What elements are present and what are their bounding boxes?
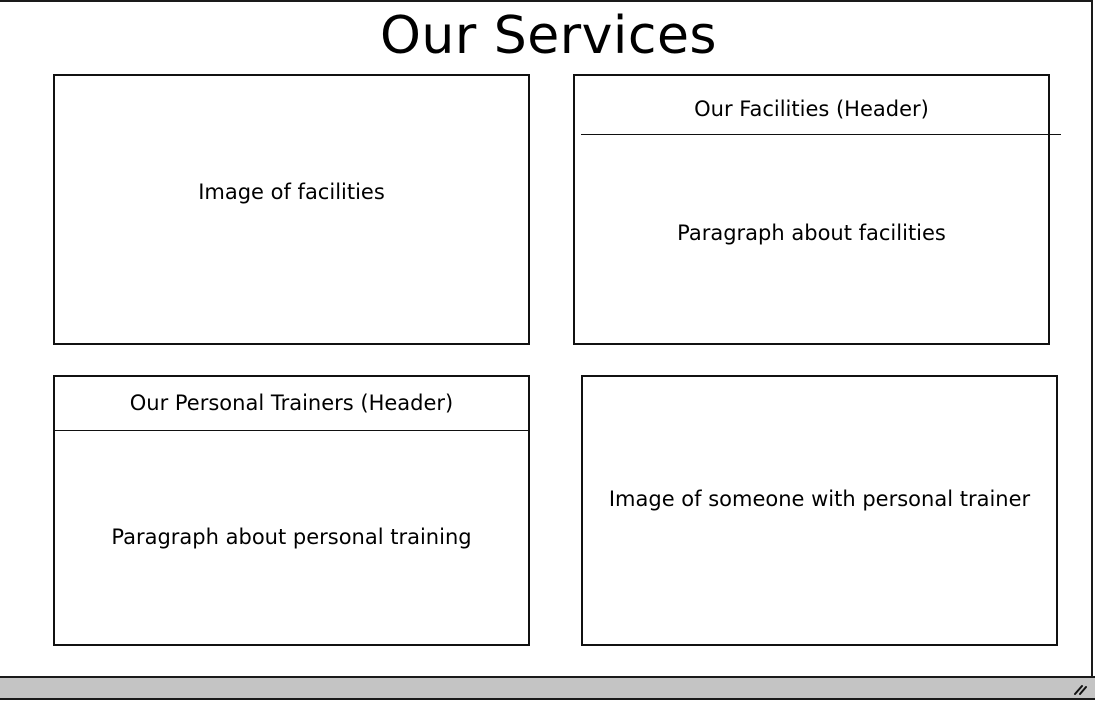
trainers-panel: Our Personal Trainers (Header) Paragraph…: [53, 375, 530, 646]
facilities-panel: Our Facilities (Header) Paragraph about …: [573, 74, 1061, 345]
facilities-header: Our Facilities (Header): [694, 97, 929, 121]
facilities-image-label: Image of facilities: [198, 180, 385, 204]
resize-grip-icon[interactable]: [1073, 681, 1087, 695]
status-bar: [0, 676, 1095, 700]
trainers-header: Our Personal Trainers (Header): [129, 391, 454, 415]
page-title: Our Services: [379, 6, 718, 66]
facilities-image-placeholder: Image of facilities: [53, 74, 530, 345]
trainers-paragraph: Paragraph about personal training: [111, 525, 472, 549]
trainers-header-divider: [55, 430, 530, 431]
facilities-header-divider: [581, 134, 1061, 135]
trainer-image-label: Image of someone with personal trainer: [608, 487, 1031, 511]
trainer-image-placeholder: Image of someone with personal trainer: [581, 375, 1058, 646]
facilities-paragraph: Paragraph about facilities: [677, 221, 946, 245]
